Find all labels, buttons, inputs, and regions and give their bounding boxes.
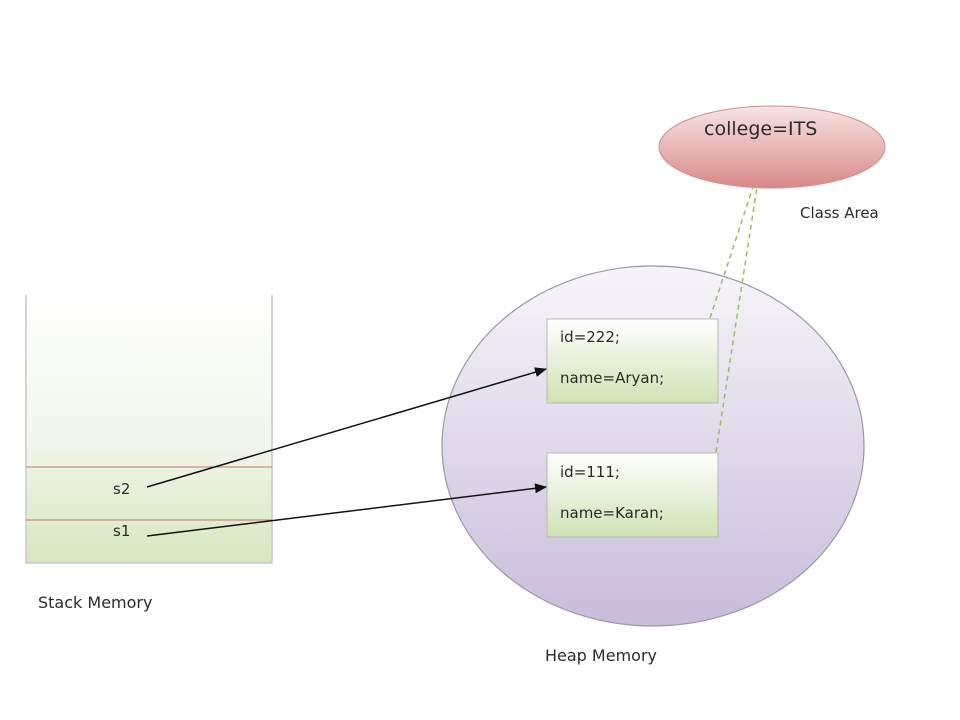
stack-slot-s1: s1 <box>113 522 130 540</box>
arrow-s1-to-karan <box>146 483 547 537</box>
static-links <box>709 186 758 453</box>
arrow-s2-to-aryan <box>146 367 547 488</box>
heap-memory-label: Heap Memory <box>545 646 657 665</box>
class-area-ellipse <box>658 105 886 189</box>
class-area-value: college=ITS <box>704 118 817 140</box>
object-box <box>546 318 719 404</box>
stack-memory-label: Stack Memory <box>38 593 152 612</box>
object-name: name=Aryan; <box>560 369 664 387</box>
static-link-aryan <box>709 186 754 319</box>
stack-frame <box>25 295 273 564</box>
object-id: id=111; <box>560 463 620 481</box>
stack-memory: s2 s1 Stack Memory <box>25 295 273 612</box>
class-area-label: Class Area <box>800 204 879 222</box>
reference-arrows <box>146 367 547 537</box>
heap-object-karan: id=111; name=Karan; <box>546 452 719 538</box>
heap-object-aryan: id=222; name=Aryan; <box>546 318 719 404</box>
object-box <box>546 452 719 538</box>
object-id: id=222; <box>560 328 620 346</box>
object-name: name=Karan; <box>560 504 664 522</box>
stack-slot-s2: s2 <box>113 480 130 498</box>
class-area: college=ITS Class Area <box>658 105 886 222</box>
